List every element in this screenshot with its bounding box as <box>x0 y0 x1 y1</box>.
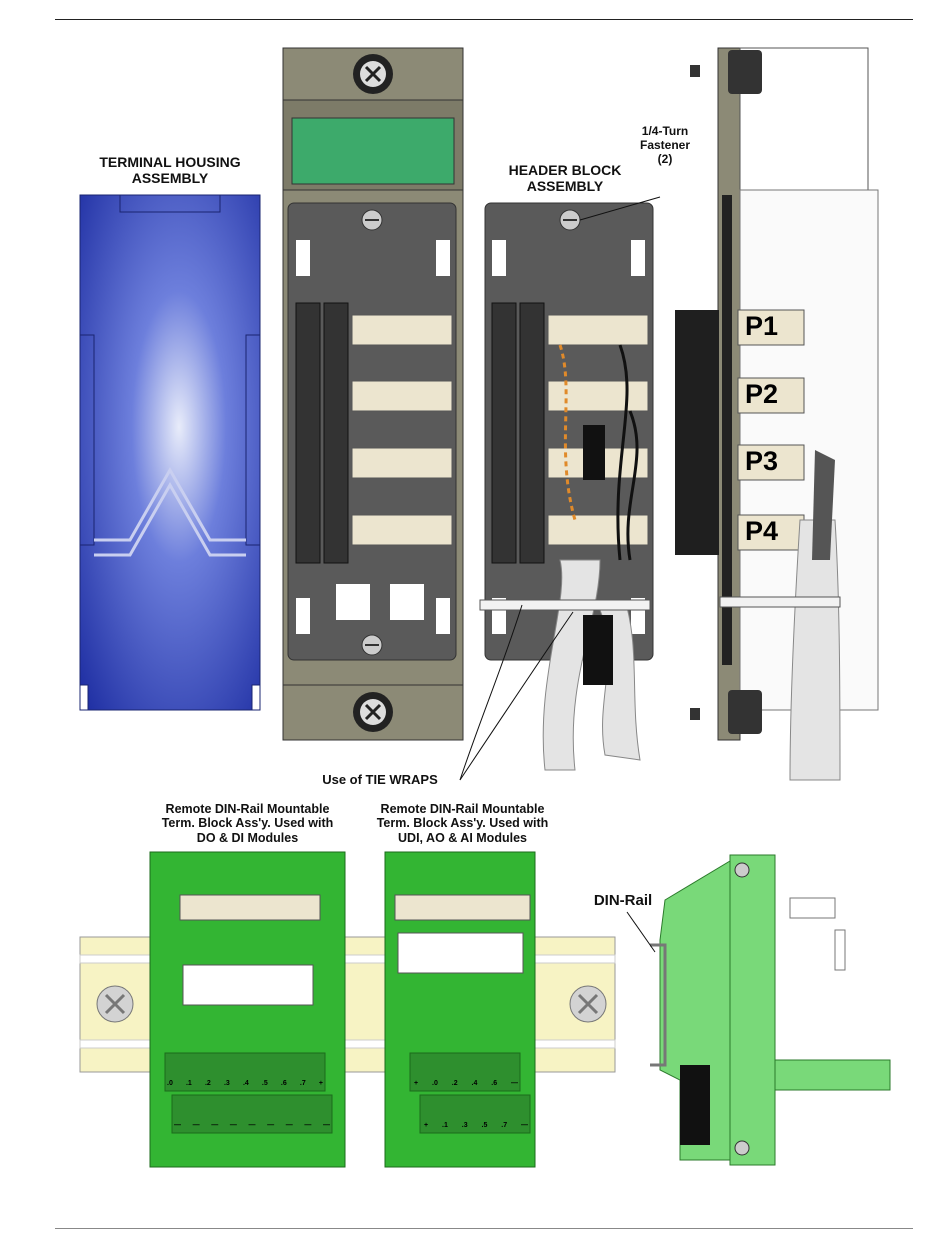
terminals-block-2-bottom: + .1 .3 .5 .7 — <box>424 1122 528 1129</box>
terminal-label: .5 <box>261 1080 268 1087</box>
terminal-label: — <box>192 1122 200 1129</box>
connector-label-p2: P2 <box>745 379 779 409</box>
fastener-label-line1: 1/4-Turn <box>641 124 689 138</box>
connector-label-p3: P3 <box>745 446 779 476</box>
terminal-label: — <box>211 1122 219 1129</box>
din-block-2-label-line3: UDI, AO & AI Modules <box>398 830 527 845</box>
fastener-label: 1/4-Turn Fastener (2) <box>625 124 705 166</box>
din-block-2-label-line2: Term. Block Ass'y. Used with <box>376 816 549 831</box>
din-block-1-label-line2: Term. Block Ass'y. Used with <box>161 816 334 831</box>
terminal-label: — <box>323 1122 330 1129</box>
terminal-label: — <box>229 1122 237 1129</box>
terminal-label: .5 <box>481 1122 488 1129</box>
terminal-label: .1 <box>185 1080 192 1087</box>
header-block-label: HEADER BLOCK ASSEMBLY <box>490 162 640 194</box>
din-block-2-label-line1: Remote DIN-Rail Mountable <box>380 802 545 816</box>
header-block-label-line2: ASSEMBLY <box>526 178 604 195</box>
terminal-label: — <box>248 1122 256 1129</box>
terminal-label: .1 <box>442 1122 448 1129</box>
din-block-udi-ao-ai <box>384 851 536 1168</box>
top-rule <box>55 19 913 20</box>
terminals-block-1-bottom: — — — — — — — — — <box>174 1122 330 1129</box>
header-block-label-line1: HEADER BLOCK <box>508 162 622 178</box>
terminal-label: .7 <box>501 1122 508 1129</box>
module-side-view <box>675 47 879 781</box>
terminal-housing-assembly <box>79 194 261 711</box>
terminal-housing-label: TERMINAL HOUSING ASSEMBLY <box>80 154 260 186</box>
din-block-1-label-line3: DO & DI Modules <box>196 830 299 845</box>
terminal-label: .2 <box>204 1080 211 1087</box>
terminal-housing-label-line2: ASSEMBLY <box>131 170 209 187</box>
din-block-1-label: Remote DIN-Rail Mountable Term. Block As… <box>140 802 355 845</box>
terminal-label: .0 <box>432 1080 438 1087</box>
terminal-label: — <box>521 1122 528 1129</box>
tie-wraps-label: Use of TIE WRAPS <box>322 772 438 787</box>
terminal-housing-label-line1: TERMINAL HOUSING <box>99 154 241 170</box>
terminal-label: .0 <box>167 1080 173 1087</box>
terminal-label: .3 <box>461 1122 468 1129</box>
connector-label-p4: P4 <box>745 516 779 546</box>
terminal-label: — <box>285 1122 293 1129</box>
bottom-rule <box>55 1228 913 1229</box>
din-block-2-label: Remote DIN-Rail Mountable Term. Block As… <box>355 802 570 845</box>
din-block-side-view <box>650 854 891 1166</box>
fastener-label-line3: (2) <box>657 151 673 166</box>
module-front-view <box>282 47 464 741</box>
terminal-label: .4 <box>471 1080 478 1087</box>
terminal-label: + <box>424 1122 429 1129</box>
terminal-label: .6 <box>491 1080 498 1087</box>
terminals-block-2-top: + .0 .2 .4 .6 — <box>414 1080 518 1087</box>
terminal-label: — <box>174 1122 181 1129</box>
din-rail-leader <box>626 911 656 953</box>
terminal-label: + <box>414 1080 419 1087</box>
din-block-1-label-line1: Remote DIN-Rail Mountable <box>165 802 330 816</box>
terminal-label: .6 <box>280 1080 287 1087</box>
terminals-block-1-top: .0 .1 .2 .3 .4 .5 .6 .7 + <box>167 1080 323 1087</box>
terminal-label: .2 <box>451 1080 458 1087</box>
connector-label-p1: P1 <box>745 311 779 341</box>
fastener-leader <box>579 196 661 221</box>
tie-wrap-leaders <box>459 604 574 781</box>
terminal-label: — <box>267 1122 275 1129</box>
terminal-label: + <box>318 1080 323 1087</box>
din-rail-label: DIN-Rail <box>593 892 653 909</box>
terminal-label: — <box>511 1080 518 1087</box>
terminal-label: .7 <box>299 1080 306 1087</box>
fastener-label-line2: Fastener <box>639 137 691 152</box>
terminal-label: .4 <box>242 1080 249 1087</box>
terminal-label: — <box>304 1122 312 1129</box>
din-block-do-di <box>149 851 346 1168</box>
terminal-label: .3 <box>223 1080 230 1087</box>
header-block-assembly <box>479 202 654 771</box>
